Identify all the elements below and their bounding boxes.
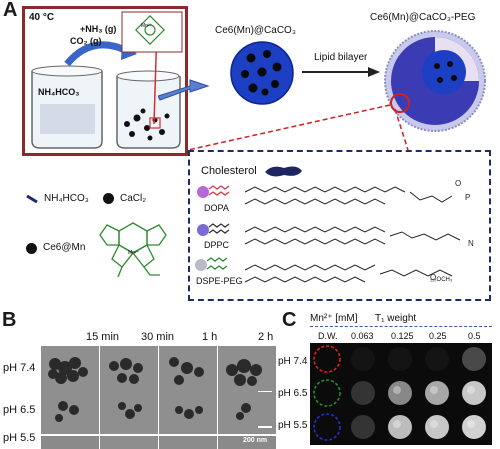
nh3-label: +NH₃ (g)	[80, 24, 117, 34]
zoom-guide-lines	[187, 104, 409, 151]
lipid-bilayer-arrow	[302, 67, 380, 77]
mn-concentration-header: Mn²⁺ [mM]	[310, 313, 358, 324]
panel-a-letter: A	[3, 0, 18, 21]
b-row-ph65: pH 6.5	[3, 404, 36, 416]
scale-bar-label: 200 nm	[243, 437, 268, 444]
legend-cacl2: CaCl₂	[120, 193, 147, 204]
mri-well	[425, 415, 449, 439]
tem-image	[159, 436, 217, 449]
mri-phantom-grid	[310, 343, 492, 445]
c-col-025: 0.25	[429, 331, 447, 341]
dppc-label: DPPC	[204, 240, 230, 250]
b-row-ph74: pH 7.4	[3, 362, 36, 374]
coated-particle-title: Ce6(Mn)@CaCO₃-PEG	[370, 12, 476, 23]
inset-mn-label: Mn²⁺	[141, 23, 153, 29]
gas-transfer-arrow	[64, 41, 129, 67]
tem-image	[100, 392, 158, 434]
dw-reference-ring	[313, 413, 341, 441]
dppc-icon	[197, 223, 230, 236]
tem-image	[159, 346, 217, 398]
b-col-2h: 2 h	[258, 331, 274, 343]
dw-reference-ring	[313, 379, 341, 407]
dw-reference-ring	[313, 345, 341, 373]
mri-well-highlight	[467, 420, 475, 428]
c-row-ph65: pH 6.5	[278, 388, 308, 399]
coated-particle	[384, 30, 486, 132]
svg-text:O: O	[455, 179, 461, 188]
co2-label: CO₂ (g)	[70, 36, 102, 46]
cholesterol-shape	[265, 166, 302, 177]
nh4hco3-beaker-label: NH₄HCO₃	[38, 87, 80, 97]
header-divider	[310, 326, 492, 327]
lipid-chemical-structures: O P N O	[244, 179, 474, 283]
mri-well	[388, 381, 412, 405]
svg-text:N: N	[468, 239, 474, 248]
svg-text:O: O	[430, 273, 436, 282]
mri-well	[388, 347, 412, 371]
ce6-porphyrin-structure	[99, 222, 167, 278]
tem-image	[218, 346, 276, 398]
tem-image	[100, 436, 158, 449]
legend-nh4hco3: NH₄HCO₃	[44, 193, 89, 204]
mri-well	[388, 415, 412, 439]
mri-well	[351, 347, 375, 371]
c-col-dw: D.W.	[318, 331, 338, 341]
tem-image	[41, 436, 99, 449]
nanoparticle-title: Ce6(Mn)@CaCO₃	[215, 25, 296, 36]
temperature-label: 40 °C	[29, 12, 55, 23]
nh4hco3-legend-icon	[26, 195, 38, 203]
tem-image	[218, 392, 276, 434]
dopa-label: DOPA	[204, 203, 229, 213]
c-row-ph55: pH 5.5	[278, 420, 308, 431]
mri-well-highlight	[430, 386, 438, 394]
c-col-05: 0.5	[468, 331, 481, 341]
mri-well	[462, 415, 486, 439]
panel-c-letter: C	[282, 309, 297, 331]
ce6mn-legend-icon	[26, 243, 37, 254]
peg-end-label: ₁₁₀OCH₃	[430, 277, 453, 283]
porphyrin-mn-label: Mn²⁺	[128, 250, 140, 256]
mri-well-highlight	[393, 386, 401, 394]
b-col-15min: 15 min	[86, 331, 120, 343]
synthesis-frame	[22, 6, 188, 156]
mri-well	[351, 381, 375, 405]
dspe-peg-icon	[195, 257, 228, 271]
cacl2-legend-icon	[103, 193, 114, 204]
c-row-ph74: pH 7.4	[278, 356, 308, 367]
mri-well	[462, 347, 486, 371]
legend-ce6mn: Ce6@Mn	[43, 242, 86, 253]
mri-well-highlight	[430, 420, 438, 428]
tem-image	[159, 392, 217, 434]
mri-well	[425, 347, 449, 371]
b-col-1h: 1 h	[202, 331, 218, 343]
panel-b-letter: B	[2, 309, 17, 331]
c-col-0125: 0.125	[391, 331, 414, 341]
nanoparticle-sphere	[230, 41, 294, 105]
powder-pile	[40, 104, 95, 134]
c-col-0063: 0.063	[351, 331, 374, 341]
synthesis-to-particle-arrow	[158, 79, 210, 101]
tem-image	[41, 346, 99, 398]
lipid-detail-box	[188, 150, 491, 301]
dspe-peg-label: DSPE-PEG	[196, 276, 243, 286]
mri-well	[351, 415, 375, 439]
tem-image	[41, 392, 99, 434]
mri-well-highlight	[393, 420, 401, 428]
b-col-30min: 30 min	[141, 331, 175, 343]
tem-image	[218, 436, 276, 449]
lipid-bilayer-label: Lipid bilayer	[314, 52, 368, 63]
t1-weight-header: T₁ weight	[375, 313, 417, 324]
cholesterol-label: Cholesterol	[201, 165, 257, 177]
mri-well	[462, 381, 486, 405]
mri-well-highlight	[467, 386, 475, 394]
svg-text:P: P	[465, 193, 470, 202]
tem-image	[100, 346, 158, 398]
mri-phantom-svg	[313, 345, 486, 441]
b-row-ph55: pH 5.5	[3, 432, 36, 444]
dopa-icon	[197, 185, 230, 198]
mri-well	[425, 381, 449, 405]
